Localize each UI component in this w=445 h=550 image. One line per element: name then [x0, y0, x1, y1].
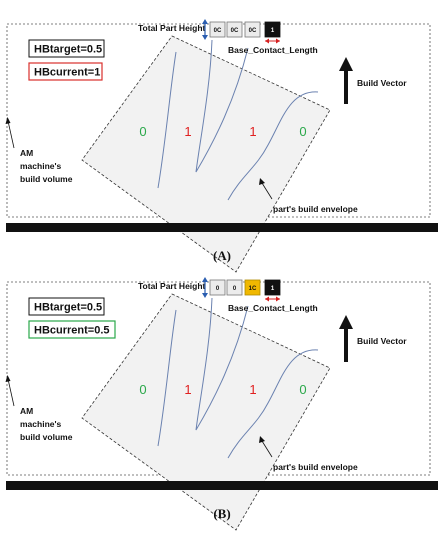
base-contact-length-label: Base_Contact_Length [228, 45, 318, 55]
height-cell [226, 279, 243, 296]
hb-current-box [28, 62, 103, 81]
machine-label: AM [20, 148, 33, 158]
panel-caption: (A) [213, 248, 231, 263]
hb-target-text: HBtarget=0.5 [34, 44, 102, 56]
height-cell-text: 1C [249, 286, 257, 292]
region-label: 0 [299, 382, 306, 397]
envelope-pointer [261, 440, 273, 458]
height-cell-text: 0 [216, 286, 220, 292]
region-label: 0 [139, 124, 146, 139]
height-cell [209, 279, 226, 296]
hb-current-text: HBcurrent=0.5 [34, 325, 110, 337]
hb-target-box [28, 297, 105, 316]
height-cell [244, 279, 261, 296]
region-label: 1 [249, 382, 256, 397]
base-contact-arrow-heads [265, 38, 280, 44]
height-cell [209, 21, 226, 38]
envelope-pointer-head [259, 436, 265, 443]
base-contact-length-label: Base_Contact_Length [228, 303, 318, 313]
height-arrow-heads [202, 19, 208, 40]
machine-pointer-head [5, 375, 11, 382]
height-cell-text: 0C [249, 28, 257, 34]
machine-label: AM [20, 406, 33, 416]
height-cell [244, 21, 261, 38]
machine-pointer [7, 120, 15, 149]
height-cell-text: 0C [214, 28, 222, 34]
part-curve [195, 39, 249, 173]
machine-pointer [7, 378, 15, 407]
envelope-pointer [261, 182, 273, 200]
height-cell-text: 0 [233, 286, 237, 292]
machine-label: build volume [20, 174, 73, 184]
build-vector-shaft [344, 328, 348, 362]
hb-current-text: HBcurrent=1 [34, 67, 100, 79]
region-label: 1 [184, 124, 191, 139]
build-vector-shaft [344, 70, 348, 104]
height-cell-text: 1 [271, 286, 275, 292]
height-cell [264, 279, 281, 296]
total-part-height-label: Total Part Height [138, 23, 206, 33]
machine-label: machine's [20, 161, 62, 171]
part-curve [157, 309, 177, 447]
part-curve [227, 349, 319, 459]
height-cell [226, 21, 243, 38]
machine-pointer-head [5, 117, 11, 124]
build-plate [6, 223, 438, 232]
envelope-label: part's build envelope [273, 204, 358, 214]
hb-target-box [28, 39, 105, 58]
height-cell-text: 0C [231, 28, 239, 34]
envelope-pointer-head [259, 178, 265, 185]
total-part-height-label: Total Part Height [138, 281, 206, 291]
build-vector-head [339, 57, 353, 71]
hb-target-text: HBtarget=0.5 [34, 302, 102, 314]
part-curve [227, 91, 319, 201]
region-label: 0 [299, 124, 306, 139]
build-vector-head [339, 315, 353, 329]
machine-label: machine's [20, 419, 62, 429]
build-vector-label: Build Vector [357, 78, 407, 88]
base-contact-arrow-heads [265, 296, 280, 302]
hb-current-box [28, 320, 116, 339]
build-plate [6, 481, 438, 490]
part-curve [157, 51, 177, 189]
region-label: 1 [184, 382, 191, 397]
height-cell-text: 1 [271, 28, 275, 34]
part-curve [195, 297, 249, 431]
panel-caption: (B) [213, 506, 230, 521]
region-label: 1 [249, 124, 256, 139]
region-label: 0 [139, 382, 146, 397]
height-cell [264, 21, 281, 38]
envelope-label: part's build envelope [273, 462, 358, 472]
machine-label: build volume [20, 432, 73, 442]
build-vector-label: Build Vector [357, 336, 407, 346]
height-arrow-heads [202, 277, 208, 298]
